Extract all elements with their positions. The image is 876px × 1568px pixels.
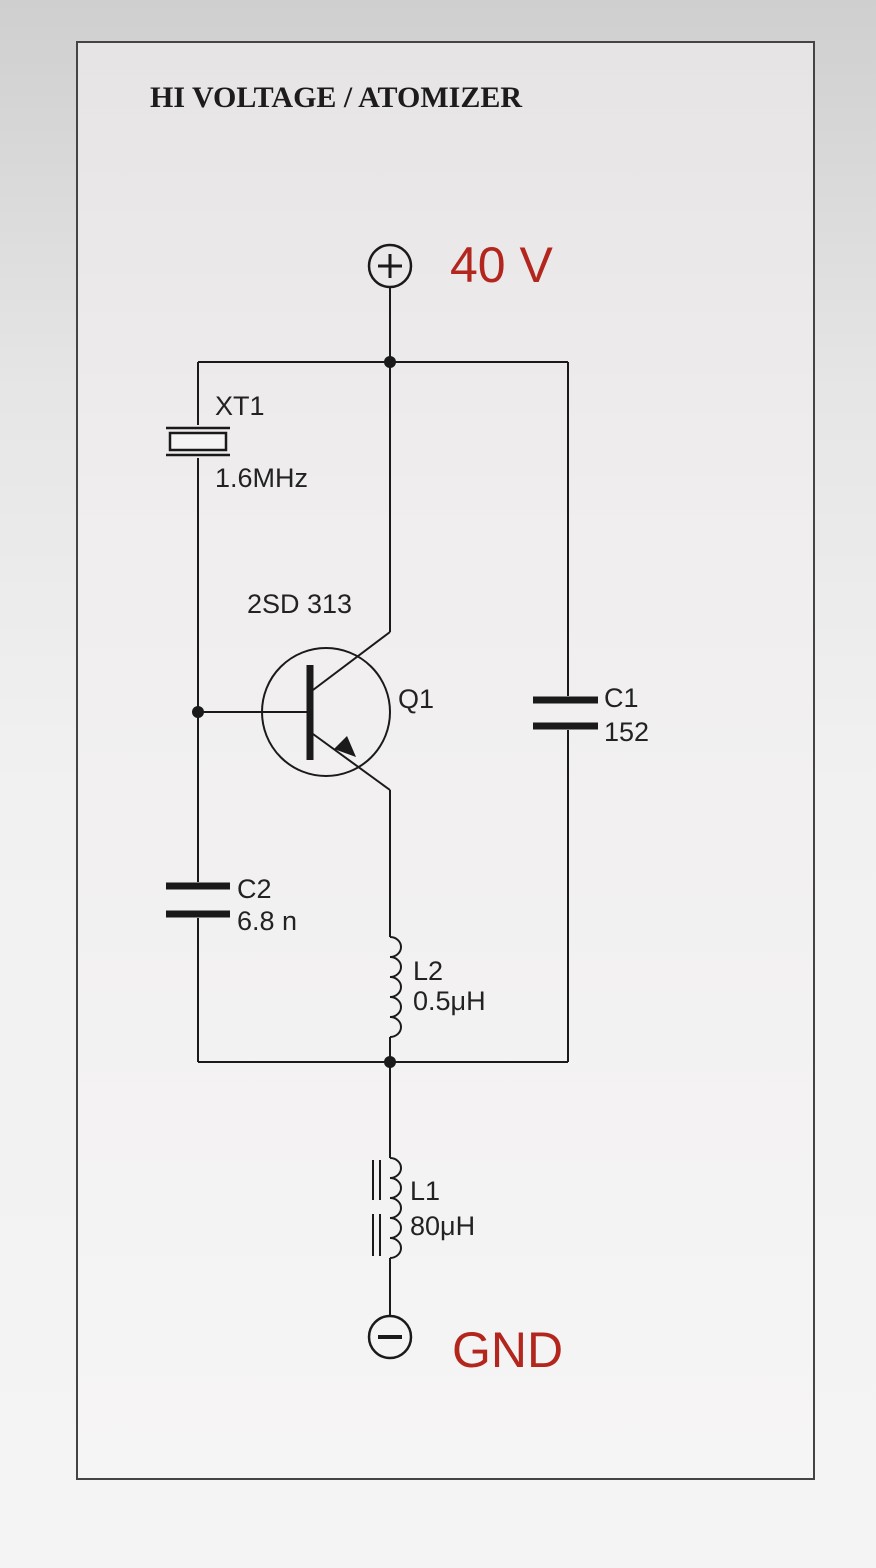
l2-value: 0.5μH: [413, 986, 486, 1016]
ground-label: GND: [452, 1322, 563, 1378]
capacitor-c1: [533, 696, 598, 730]
c2-value: 6.8 n: [237, 906, 297, 936]
inductor-l2: [389, 936, 402, 1038]
q1-ref: Q1: [398, 684, 434, 714]
panel-frame: [76, 41, 815, 1480]
xt1-value: 1.6MHz: [215, 463, 308, 493]
transistor-q1: [261, 631, 391, 791]
l1-ref: L1: [410, 1176, 440, 1206]
c1-value: 152: [604, 717, 649, 747]
capacitor-c2: [166, 882, 230, 918]
inductor-l1: [389, 1157, 402, 1259]
c2-ref: C2: [237, 874, 272, 904]
negative-terminal: [367, 1314, 413, 1360]
diagram-title: HI VOLTAGE / ATOMIZER: [150, 81, 522, 114]
l1-value: 80μH: [410, 1211, 475, 1241]
l1-core: [372, 1160, 381, 1256]
xt1-ref: XT1: [215, 391, 265, 421]
q1-part-number: 2SD 313: [247, 589, 352, 619]
supply-voltage-label: 40 V: [450, 237, 554, 293]
crystal-xt1: [166, 426, 230, 457]
c1-ref: C1: [604, 683, 639, 713]
l2-ref: L2: [413, 956, 443, 986]
